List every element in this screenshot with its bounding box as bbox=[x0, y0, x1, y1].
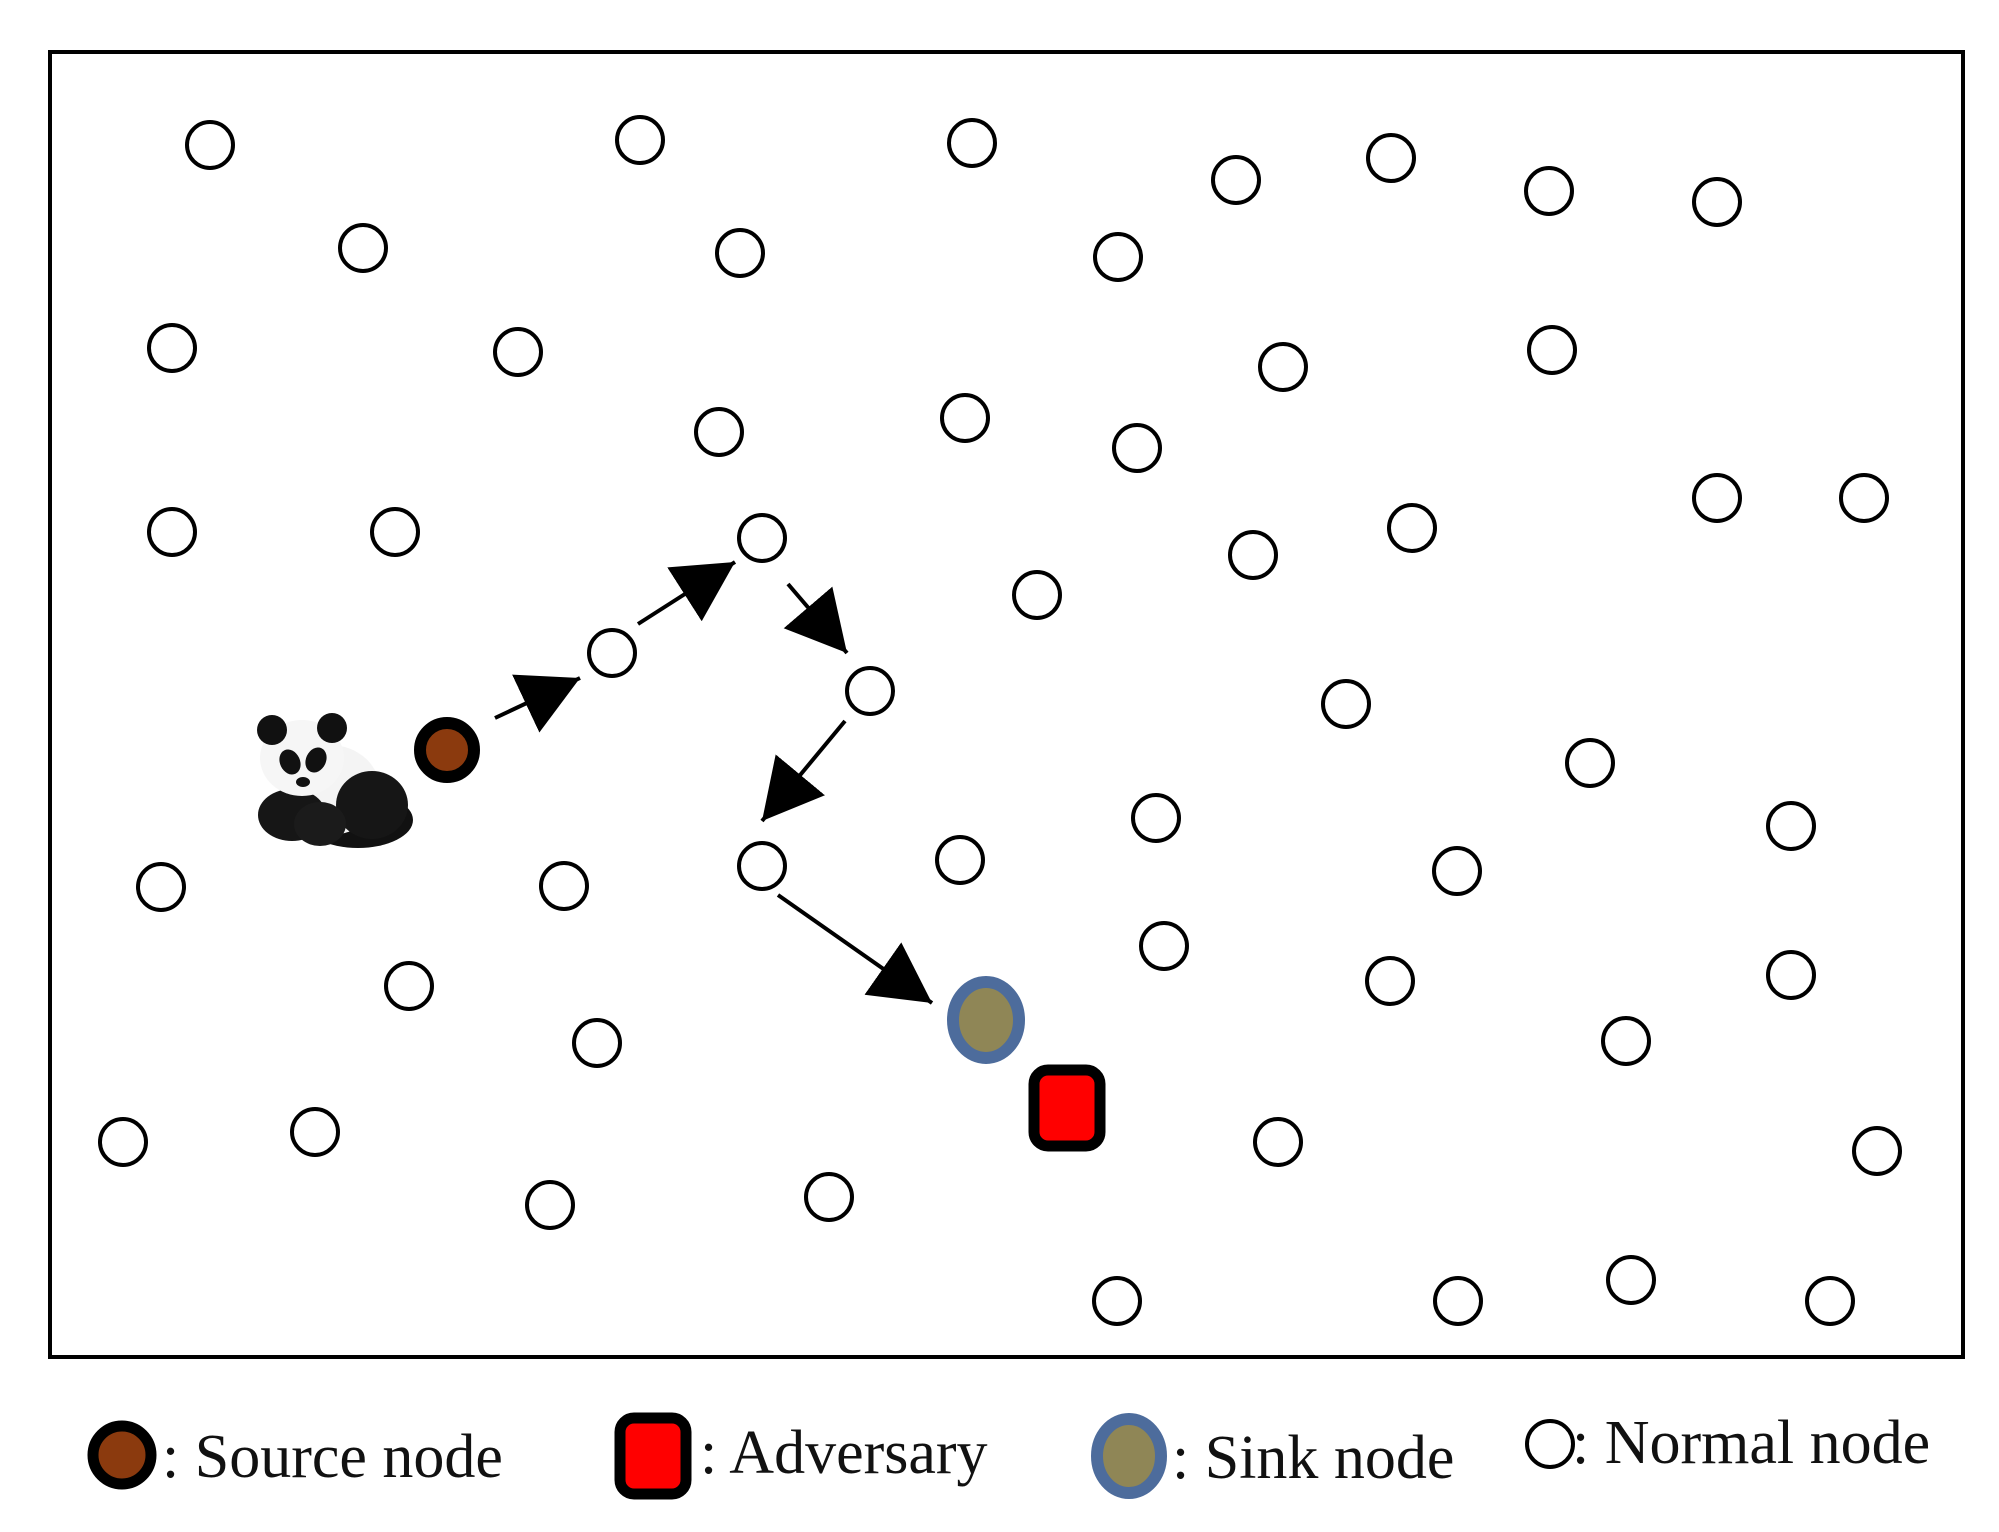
normal-node bbox=[1131, 793, 1181, 843]
panda-icon bbox=[257, 713, 413, 848]
normal-node bbox=[1527, 325, 1577, 375]
routing-arrow bbox=[760, 719, 847, 823]
legend-adversary-label: : Adversary bbox=[700, 1419, 988, 1487]
normal-node bbox=[1805, 1276, 1855, 1326]
normal-node bbox=[1211, 155, 1261, 205]
normal-node bbox=[1092, 1276, 1142, 1326]
legend: : Source node : Adversary : Sink node : … bbox=[87, 1409, 1930, 1500]
normal-node bbox=[935, 835, 985, 885]
normal-node bbox=[1366, 133, 1416, 183]
legend-source-symbol bbox=[87, 1420, 157, 1490]
routing-path bbox=[494, 560, 934, 1005]
normal-node bbox=[1524, 166, 1574, 216]
normal-node bbox=[1112, 423, 1162, 473]
routing-arrow bbox=[494, 674, 581, 733]
routing-arrow bbox=[783, 582, 849, 655]
routing-arrow bbox=[636, 560, 737, 626]
legend-item-adversary: : Adversary bbox=[614, 1412, 988, 1500]
normal-node bbox=[1692, 473, 1742, 523]
legend-normal-label: : Normal node bbox=[1572, 1409, 1930, 1477]
normal-node bbox=[290, 1107, 340, 1157]
normal-node bbox=[1365, 956, 1415, 1006]
normal-node bbox=[715, 228, 765, 278]
normal-node bbox=[1093, 232, 1143, 282]
routing-arrow bbox=[776, 893, 934, 1005]
normal-node bbox=[1321, 679, 1371, 729]
normal-node bbox=[1432, 846, 1482, 896]
normal-node bbox=[384, 961, 434, 1011]
normal-node bbox=[572, 1018, 622, 1068]
legend-normal-symbol bbox=[1525, 1419, 1575, 1469]
normal-node bbox=[136, 862, 186, 912]
normal-node bbox=[525, 1180, 575, 1230]
normal-node bbox=[1139, 921, 1189, 971]
legend-item-normal: : Normal node bbox=[1525, 1409, 1930, 1477]
legend-sink-symbol bbox=[1091, 1413, 1167, 1499]
normal-node bbox=[947, 118, 997, 168]
normal-node bbox=[694, 407, 744, 457]
normal-node bbox=[147, 323, 197, 373]
sink-node bbox=[947, 976, 1025, 1064]
normal-node bbox=[1601, 1016, 1651, 1066]
normal-node bbox=[98, 1117, 148, 1167]
normal-node bbox=[587, 628, 637, 678]
normal-node bbox=[1852, 1126, 1902, 1176]
legend-adversary-symbol bbox=[614, 1412, 692, 1500]
normal-node bbox=[338, 223, 388, 273]
normal-node bbox=[539, 861, 589, 911]
legend-item-source: : Source node bbox=[87, 1420, 503, 1491]
normal-node bbox=[737, 841, 787, 891]
normal-node bbox=[370, 507, 420, 557]
normal-node bbox=[804, 1172, 854, 1222]
legend-item-sink: : Sink node bbox=[1091, 1413, 1454, 1499]
normal-node bbox=[1258, 342, 1308, 392]
normal-node bbox=[147, 507, 197, 557]
normal-node bbox=[845, 666, 895, 716]
normal-node bbox=[1766, 950, 1816, 1000]
normal-node bbox=[615, 115, 665, 165]
normal-node bbox=[1766, 801, 1816, 851]
normal-nodes bbox=[98, 115, 1902, 1326]
normal-node bbox=[1387, 503, 1437, 553]
adversary-node bbox=[1028, 1064, 1106, 1152]
normal-node bbox=[1606, 1255, 1656, 1305]
normal-node bbox=[1692, 177, 1742, 227]
normal-node bbox=[1565, 738, 1615, 788]
normal-node bbox=[1228, 530, 1278, 580]
normal-node bbox=[737, 513, 787, 563]
deployment-area bbox=[48, 50, 1965, 1359]
normal-node bbox=[940, 393, 990, 443]
legend-sink-label: : Sink node bbox=[1172, 1424, 1454, 1492]
normal-node bbox=[1012, 570, 1062, 620]
normal-node bbox=[1433, 1276, 1483, 1326]
normal-node bbox=[185, 120, 235, 170]
normal-node bbox=[1253, 1117, 1303, 1167]
normal-node bbox=[1839, 473, 1889, 523]
source-node bbox=[414, 717, 480, 783]
normal-node bbox=[493, 327, 543, 377]
legend-source-label: : Source node bbox=[162, 1423, 503, 1491]
